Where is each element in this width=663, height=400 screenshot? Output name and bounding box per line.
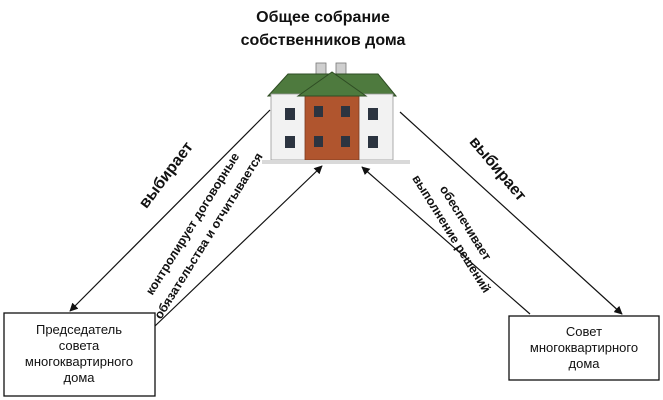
node-chairman-line-3: многоквартирного: [25, 354, 133, 369]
arrow-chairman-to-assembly: [154, 165, 323, 327]
node-chairman: Председатель совета многоквартирного дом…: [3, 312, 156, 397]
node-council-line-2: многоквартирного: [530, 340, 638, 355]
arrow-assembly-to-chairman: [69, 109, 271, 312]
node-chairman-line-2: совета: [59, 338, 100, 353]
node-chairman-line-1: Председатель: [36, 322, 122, 337]
house-icon: [262, 62, 410, 164]
label-assembly-to-chairman: выбирает: [136, 139, 197, 212]
node-chairman-line-4: дома: [64, 370, 96, 385]
node-council: Совет многоквартирного дома: [508, 315, 660, 381]
title-line-1: Общее собрание: [256, 9, 390, 26]
arrow-council-to-assembly: [361, 166, 531, 315]
label-assembly-to-council: выбирает: [466, 134, 530, 205]
node-council-line-1: Совет: [566, 324, 602, 339]
node-council-line-3: дома: [569, 356, 601, 371]
title-line-2: собственников дома: [241, 32, 406, 49]
arrow-assembly-to-council: [399, 111, 623, 315]
